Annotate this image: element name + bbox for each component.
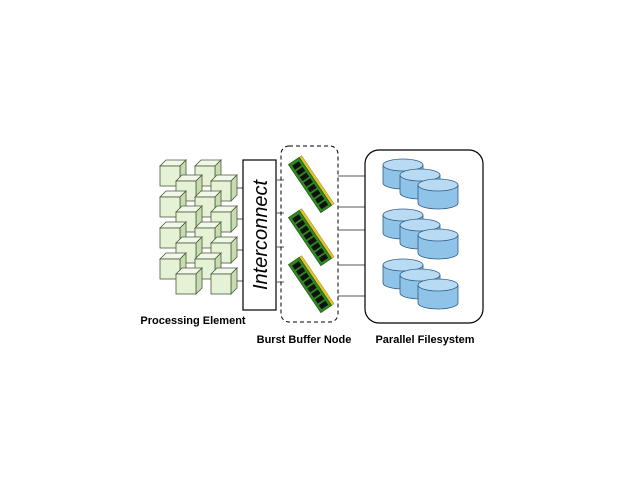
disk-top xyxy=(417,178,459,192)
ram-chip xyxy=(314,295,325,304)
ram-chip xyxy=(303,278,313,287)
disk-body xyxy=(417,184,459,210)
pe-connections xyxy=(237,187,243,282)
ram-chip xyxy=(311,242,321,252)
storage-disk xyxy=(417,228,459,260)
cube-front xyxy=(159,196,181,218)
disk-top xyxy=(399,168,441,182)
ram-chip xyxy=(295,266,306,276)
ram-chip xyxy=(292,214,302,223)
ram-chip xyxy=(299,272,310,282)
processing-element-cube xyxy=(159,221,187,249)
ram-chip xyxy=(295,166,306,176)
storage-disks xyxy=(382,158,459,310)
ram-chip xyxy=(318,253,329,263)
disk-top xyxy=(417,228,459,242)
ram-chip xyxy=(318,200,329,210)
ram-chip xyxy=(292,161,302,170)
parallel-filesystem xyxy=(364,149,484,324)
ram-chip xyxy=(307,236,317,246)
interconnect-box xyxy=(242,159,277,311)
ram-chip xyxy=(311,289,321,299)
ram-chip xyxy=(303,178,313,187)
disk-top xyxy=(417,278,459,292)
burst-buffer-node xyxy=(280,145,339,323)
ram-chip xyxy=(314,195,325,204)
ram-chip xyxy=(303,231,313,240)
cube-front xyxy=(159,258,181,280)
burst-buffer-label: Burst Buffer Node xyxy=(257,334,352,346)
ram-chip xyxy=(311,189,321,199)
ram-chip xyxy=(314,248,325,257)
interconnect: Interconnect xyxy=(242,159,277,311)
processing-element-label: Processing Element xyxy=(140,315,245,327)
interconnect-connections xyxy=(276,179,284,283)
disk-body xyxy=(417,234,459,260)
disk-top xyxy=(382,208,424,222)
parallel-filesystem-label: Parallel Filesystem xyxy=(375,334,474,346)
disk-body xyxy=(417,284,459,310)
disk-top xyxy=(382,158,424,172)
ram-module xyxy=(287,155,335,214)
burst-buffer-connections xyxy=(338,175,365,297)
processing-element-cube xyxy=(159,190,187,218)
ram-chip xyxy=(292,261,302,270)
burst-buffer-box xyxy=(280,145,339,323)
processing-element-cube xyxy=(210,267,238,295)
ram-chip xyxy=(307,183,317,193)
ram-chip xyxy=(295,219,306,229)
cube-front xyxy=(210,273,232,295)
interconnect-label: Interconnect xyxy=(250,179,272,291)
ram-chip xyxy=(299,172,310,182)
ram-module xyxy=(287,208,335,267)
disk-top xyxy=(399,268,441,282)
cube-front xyxy=(175,273,197,295)
storage-disk xyxy=(417,178,459,210)
storage-disk xyxy=(417,278,459,310)
processing-element-cube xyxy=(175,267,203,295)
ram-module xyxy=(287,255,335,314)
cube-front xyxy=(159,227,181,249)
disk-top xyxy=(399,218,441,232)
ram-chip xyxy=(318,300,329,310)
cube-front xyxy=(159,165,181,187)
processing-element-grid xyxy=(159,159,238,295)
disk-top xyxy=(382,258,424,272)
ram-chip xyxy=(307,283,317,293)
ram-chip xyxy=(299,225,310,235)
ram-modules xyxy=(287,155,335,314)
